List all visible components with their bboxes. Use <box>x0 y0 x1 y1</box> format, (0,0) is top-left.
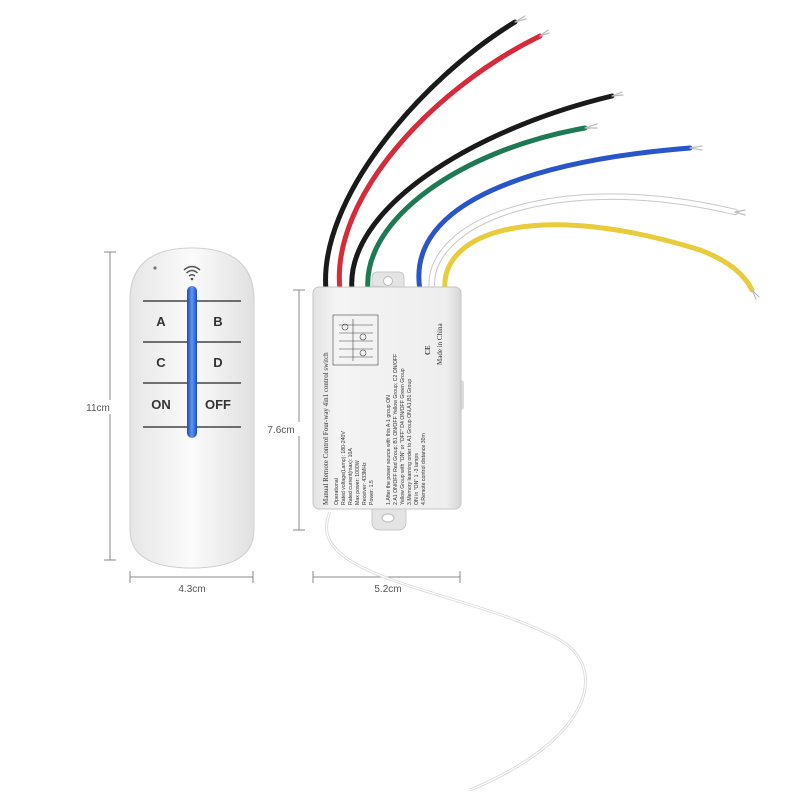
instruction-line-0: 1.After the power source with this A-1 g… <box>386 395 392 505</box>
receiver-height-dimension: 7.6cm <box>264 289 305 531</box>
instruction-line-1: 2.A1 ON/OFF Red Group; B1 ON/OFF Yellow … <box>393 354 399 505</box>
remote-width-label: 4.3cm <box>178 584 205 595</box>
button-b-label: B <box>213 314 222 329</box>
wire-blue <box>416 145 693 293</box>
wireless-signal-icon <box>183 265 201 281</box>
spec-line-4: Receiver: 433MHz <box>362 462 368 505</box>
button-a[interactable]: A <box>143 303 185 340</box>
spec-line-2: Rated current(max): 10A <box>348 448 354 505</box>
wire-white-outline <box>428 193 739 294</box>
button-off-label: OFF <box>205 397 231 412</box>
remote-height-label: 11cm <box>86 403 110 414</box>
ce-mark: CE <box>424 345 432 355</box>
remote-width-dimension: 4.3cm <box>129 571 254 595</box>
receiver-width-label: 5.2cm <box>374 584 401 595</box>
spec-line-1: Rated voltage(Lamp): 180-240V <box>341 431 347 505</box>
top-mount-hole <box>383 276 393 286</box>
wire-white <box>429 194 738 293</box>
indicator-dot <box>153 266 157 270</box>
wire-red <box>336 33 543 293</box>
bottom-mount-hole <box>381 513 395 523</box>
spec-line-0: Operational <box>334 478 340 505</box>
button-d[interactable]: D <box>199 344 241 381</box>
button-c-label: C <box>156 355 166 370</box>
instruction-line-4: ON in "ON" 1 -3 lamps <box>414 453 420 505</box>
button-c[interactable]: C <box>143 344 185 381</box>
instruction-line-2: Yellow Group with "ON" or "OFF" D4 ON/OF… <box>400 368 406 505</box>
spec-line-3: Max power: 1000W <box>355 460 361 505</box>
receiver-module: Manual Remote Control Four-way 4in1 cont… <box>312 271 464 531</box>
wire-black-2 <box>349 93 615 293</box>
button-off[interactable]: OFF <box>199 385 241 425</box>
spec-line-5: Power: 1.5 <box>369 480 375 505</box>
receiver-height-label: 7.6cm <box>267 425 294 436</box>
receiver-label: Manual Remote Control Four-way 4in1 cont… <box>322 314 444 505</box>
antenna-wire <box>325 511 587 792</box>
button-on[interactable]: ON <box>143 385 185 425</box>
wire-yellow <box>442 222 755 293</box>
instruction-line-5: 4.Remote control distance 30m <box>421 433 427 505</box>
wire-black-1 <box>323 19 518 293</box>
button-a-label: A <box>156 314 166 329</box>
made-in-label: Made in China <box>436 323 444 365</box>
button-d-label: D <box>213 355 222 370</box>
output-wires <box>323 15 760 300</box>
wiring-diagram <box>332 314 379 366</box>
remote-height-dimension: 11cm <box>82 251 116 561</box>
button-b[interactable]: B <box>199 303 241 340</box>
remote-control: A B C D ON OFF <box>129 247 255 569</box>
receiver-label-title: Manual Remote Control Four-way 4in1 cont… <box>322 352 330 505</box>
receiver-width-dimension: 5.2cm <box>312 571 461 595</box>
wire-green <box>365 125 588 293</box>
blue-led-strip <box>187 286 197 438</box>
instruction-line-3: 3.Memory learning order to A1 Group ON,A… <box>407 379 413 505</box>
button-on-label: ON <box>151 397 171 412</box>
